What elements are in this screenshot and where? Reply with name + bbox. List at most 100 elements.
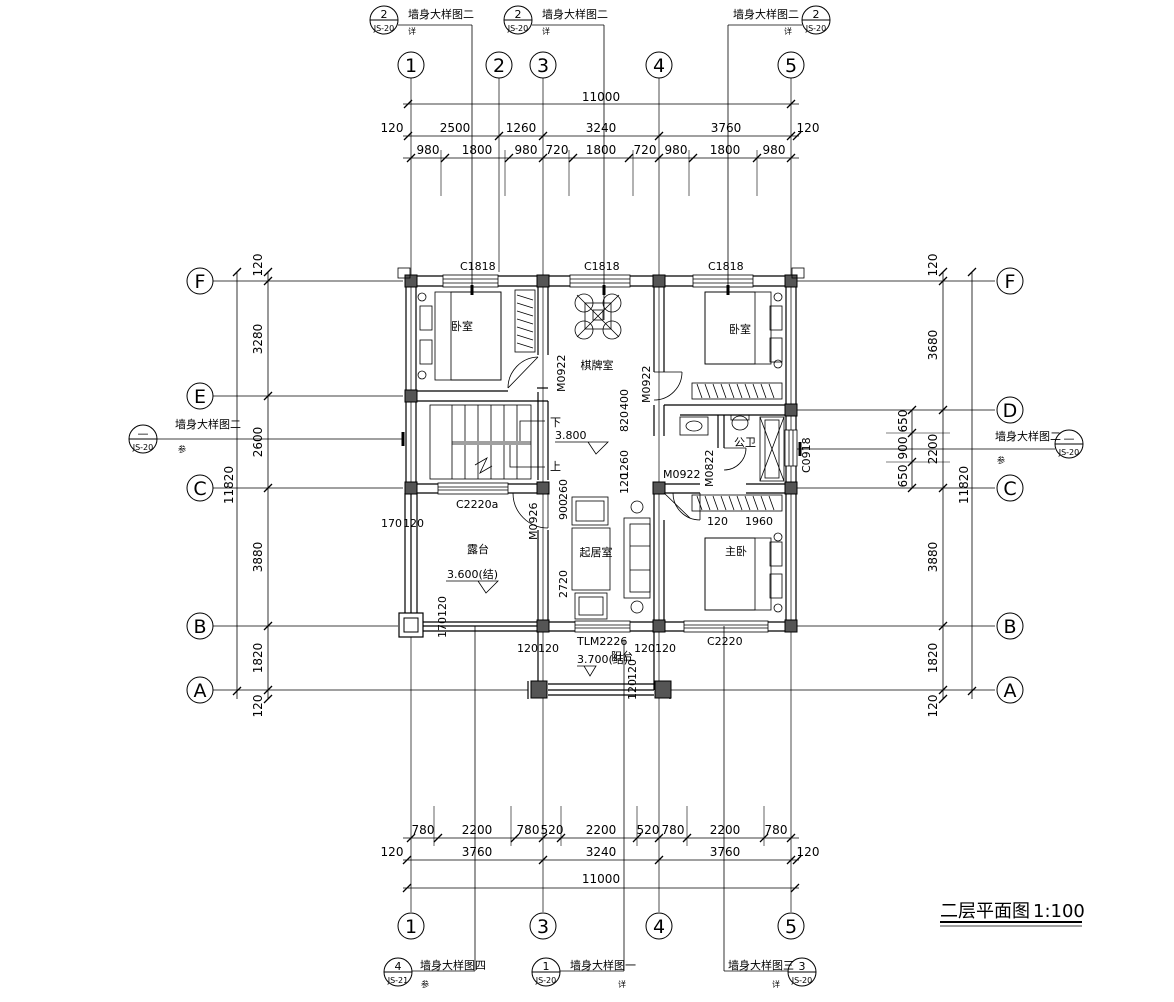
- axis-grid: [213, 78, 995, 912]
- top-seg-dim: 3760: [711, 121, 742, 135]
- inner-dim: 400: [618, 389, 631, 410]
- living-room-furniture: [571, 496, 651, 620]
- axis-labels: 1 2 3 4 5 1 3 4 5 F E C B A F D C B A: [193, 55, 1017, 938]
- detail-ref-sheet: JS-20: [132, 443, 154, 452]
- detail-ref-sheet: JS-20: [373, 24, 395, 33]
- inner-dim: 1260: [618, 450, 631, 478]
- doors: [507, 356, 747, 529]
- detail-ref-texts: 2 JS-20 墙身大样图二 详 2 JS-20 墙身大样图二 详 2 JS-2…: [132, 7, 1080, 989]
- detail-ref-number: 1: [543, 960, 550, 973]
- inner-dim: 120: [436, 596, 449, 617]
- detail-ref-number: 4: [395, 960, 402, 973]
- axis-col-2-top: 2: [493, 55, 505, 77]
- right-detail-dim: 650: [896, 410, 910, 433]
- top-detail-dim: 1800: [586, 143, 617, 157]
- inner-dim: 900: [557, 499, 570, 520]
- detail-ref-number: 2: [381, 8, 388, 21]
- axis-row-e-left: E: [194, 386, 206, 408]
- bottom-total-dim: 11000: [582, 872, 620, 886]
- leader-lines: [157, 24, 1055, 972]
- right-seg-dim: 120: [926, 695, 940, 718]
- axis-col-4-top: 4: [653, 55, 665, 77]
- windows: [437, 274, 798, 633]
- drawing-scale: 1:100: [1033, 901, 1085, 922]
- room-chess: 棋牌室: [581, 358, 614, 372]
- top-detail-dim: 980: [665, 143, 688, 157]
- top-dimensions: 11000 120 2500 1260 3240 3760 120 980 18…: [381, 90, 820, 157]
- detail-ref-sheet: JS-21: [387, 976, 409, 985]
- door-label: M0922: [663, 468, 701, 481]
- detail-ref-label: 墙身大样图二: [408, 7, 474, 21]
- left-seg-dim: 1820: [251, 643, 265, 674]
- left-seg-dim: 2600: [251, 427, 265, 458]
- detail-ref-number: 3: [799, 960, 806, 973]
- detail-ref-bubbles: [128, 5, 1084, 987]
- top-detail-dim: 980: [763, 143, 786, 157]
- detail-ref-sheet: JS-20: [1058, 448, 1080, 457]
- door-label: M0922: [640, 366, 653, 404]
- window-label: C0918: [800, 437, 813, 473]
- top-detail-dim: 980: [515, 143, 538, 157]
- bottom-detail-dim: 2200: [462, 823, 493, 837]
- terrace-corner-post-inner: [403, 617, 419, 633]
- inner-dim: 120: [626, 679, 639, 700]
- axis-row-c-left: C: [193, 478, 206, 500]
- left-seg-dim: 120: [251, 695, 265, 718]
- axis-col-4-bottom: 4: [653, 916, 665, 938]
- terrace-corner-post: [398, 612, 424, 638]
- inner-dim: 120: [626, 659, 639, 680]
- corner-mark: [791, 267, 805, 279]
- detail-ref-note: 详: [618, 979, 626, 989]
- right-detail-dim: 900: [896, 437, 910, 460]
- bottom-seg-dim: 3240: [586, 845, 617, 859]
- right-dimensions: 120 3680 2200 3880 1820 120 11820 650 90…: [896, 254, 971, 718]
- window-label: C1818: [584, 260, 620, 273]
- room-labels: 卧室 卧室 棋牌室 公卫 主卧 起居室 露台 阳台: [451, 319, 756, 663]
- detail-ref-note: 详: [408, 26, 416, 36]
- detail-ref-number: 2: [515, 8, 522, 21]
- detail-ref-number: 2: [813, 8, 820, 21]
- right-total-dim: 11820: [957, 466, 971, 504]
- inner-dim: 120: [517, 642, 538, 655]
- detail-ref-note: 参: [178, 444, 186, 454]
- level-markers: [446, 441, 609, 677]
- room-balcony: 阳台: [611, 649, 633, 663]
- top-detail-dim: 720: [634, 143, 657, 157]
- inner-dim: 120: [538, 642, 559, 655]
- bottom-detail-dim: 780: [662, 823, 685, 837]
- room-bedroom-left: 卧室: [451, 319, 473, 333]
- right-seg-dim: 1820: [926, 643, 940, 674]
- inner-dim: 120: [707, 515, 728, 528]
- top-seg-dim: 120: [797, 121, 820, 135]
- detail-ref-sheet: JS-20: [805, 24, 827, 33]
- inner-dim: 2720: [557, 570, 570, 598]
- axis-row-b-right: B: [1003, 616, 1016, 638]
- axis-col-5-top: 5: [785, 55, 797, 77]
- dimension-lines: [236, 103, 973, 889]
- section-cut-marks: [401, 285, 802, 456]
- master-bedroom-furniture: [691, 494, 783, 613]
- left-total-dim: 11820: [222, 466, 236, 504]
- detail-ref-label: 墙身大样图四: [420, 958, 486, 972]
- bottom-seg-dim: 3760: [462, 845, 493, 859]
- top-seg-dim: 2500: [440, 121, 471, 135]
- detail-ref-number: —: [1064, 432, 1075, 445]
- level-texts: 3.800 3.600(结) 3.700(结) 下 上: [447, 416, 628, 666]
- inner-dim: 260: [557, 479, 570, 500]
- drawing-title-text: 二层平面图: [940, 901, 1030, 922]
- detail-ref-note: 参: [997, 455, 1005, 465]
- level-balcony: 3.700(结): [577, 653, 628, 666]
- inner-dim: 120: [655, 642, 676, 655]
- bottom-seg-dim: 120: [381, 845, 404, 859]
- top-seg-dim: 120: [381, 121, 404, 135]
- chess-table: [574, 293, 622, 340]
- detail-ref-note: 详: [772, 979, 780, 989]
- top-seg-dim: 3240: [586, 121, 617, 135]
- window-label: C2220a: [456, 498, 498, 511]
- detail-ref-sheet: JS-20: [507, 24, 529, 33]
- axis-row-c-right: C: [1003, 478, 1016, 500]
- detail-ref-sheet: JS-20: [791, 976, 813, 985]
- bathroom-fixtures: [679, 414, 785, 482]
- right-seg-dim: 120: [926, 254, 940, 277]
